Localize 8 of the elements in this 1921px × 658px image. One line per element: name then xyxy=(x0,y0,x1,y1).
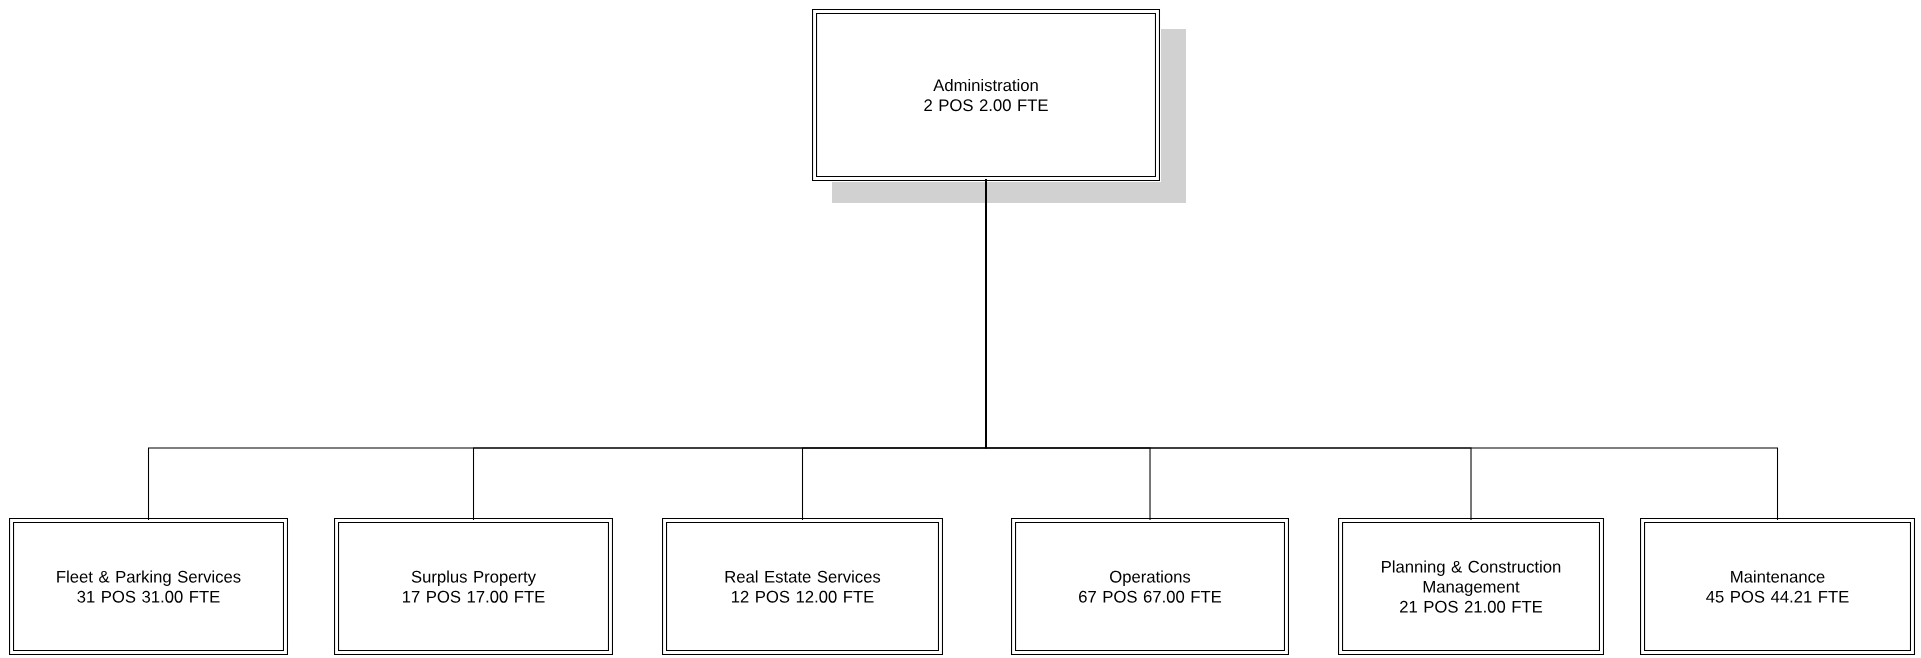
org-box: Surplus Property 17 POS 17.00 FTE xyxy=(334,518,613,655)
org-box: Maintenance 45 POS 44.21 FTE xyxy=(1640,518,1915,655)
org-box: Real Estate Services 12 POS 12.00 FTE xyxy=(662,518,943,655)
org-box: Planning & Construction Management 21 POS 21.00 FTE xyxy=(1338,518,1604,655)
org-box: Administration 2 POS 2.00 FTE xyxy=(812,9,1160,181)
org-box: Operations 67 POS 67.00 FTE xyxy=(1011,518,1289,655)
org-box: Fleet & Parking Services 31 POS 31.00 FTE xyxy=(9,518,288,655)
connector-line xyxy=(985,178,1779,521)
